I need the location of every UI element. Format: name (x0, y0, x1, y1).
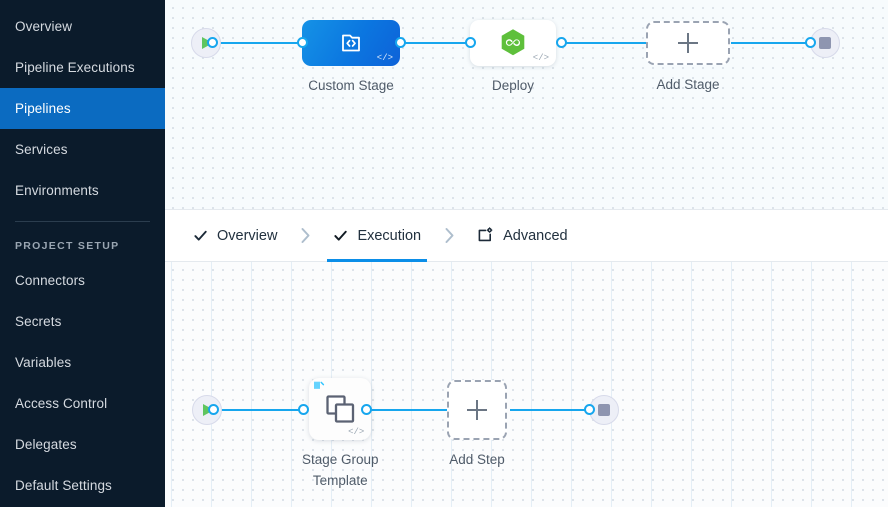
tab-label: Advanced (503, 227, 568, 244)
pipeline-tab-bar: Overview Execution (165, 209, 888, 262)
tab-separator (283, 227, 327, 244)
edge-add-stage-to-end (731, 42, 825, 44)
stage-node-deploy[interactable]: </> Deploy (470, 20, 556, 97)
custom-stage-card[interactable]: </> (302, 20, 400, 66)
port-deploy-out[interactable] (556, 37, 567, 48)
stage-node-label: Deploy (491, 78, 535, 93)
stage-node-custom-stage[interactable]: </> Custom Stage (302, 20, 400, 97)
step-node-label-line1: Stage Group (302, 452, 379, 467)
add-step-label: Add Step (449, 452, 505, 467)
port-custom-stage-out[interactable] (395, 37, 406, 48)
edge-custom-stage-to-deploy (395, 42, 470, 44)
sidebar-item-services[interactable]: Services (0, 129, 165, 170)
sidebar: Overview Pipeline Executions Pipelines S… (0, 0, 165, 507)
port-end-in[interactable] (805, 37, 816, 48)
port-exec-start-out[interactable] (208, 404, 219, 415)
sidebar-item-label: Environments (15, 183, 99, 198)
main-content: </> Custom Stage </> Deploy (165, 0, 888, 507)
chevron-right-icon (445, 228, 454, 243)
tab-label: Overview (217, 227, 278, 244)
add-step-node[interactable]: Add Step (447, 380, 507, 471)
edge-template-to-add-step (365, 409, 450, 411)
sidebar-item-label: Connectors (15, 273, 86, 288)
sidebar-item-access-control[interactable]: Access Control (0, 383, 165, 424)
step-node-label-line2: Template (312, 472, 368, 488)
port-template-in[interactable] (298, 404, 309, 415)
port-start-out[interactable] (207, 37, 218, 48)
check-icon (194, 230, 207, 241)
check-icon (334, 230, 348, 241)
template-badge-icon (314, 381, 325, 389)
sidebar-item-label: Pipeline Executions (15, 60, 135, 75)
sidebar-item-label: Secrets (15, 314, 62, 329)
tab-overview[interactable]: Overview (187, 209, 283, 262)
sidebar-item-pipelines[interactable]: Pipelines (0, 88, 165, 129)
sidebar-item-label: Access Control (15, 396, 108, 411)
yaml-code-badge[interactable]: </> (376, 53, 393, 63)
sidebar-item-label: Services (15, 142, 68, 157)
edge-add-step-to-end (510, 409, 590, 411)
sidebar-item-variables[interactable]: Variables (0, 342, 165, 383)
sidebar-item-label: Delegates (15, 437, 77, 452)
plus-icon (467, 400, 487, 420)
custom-stage-code-icon (342, 34, 360, 52)
stop-icon (598, 404, 610, 416)
stage-group-template-icon (326, 395, 355, 423)
sidebar-item-label: Variables (15, 355, 72, 370)
deploy-stage-card[interactable]: </> (470, 20, 556, 66)
sidebar-item-default-settings[interactable]: Default Settings (0, 465, 165, 506)
stage-group-template-card[interactable]: </> (309, 378, 372, 440)
add-step-button[interactable] (447, 380, 507, 440)
sidebar-item-label: Overview (15, 19, 73, 34)
sidebar-item-overview[interactable]: Overview (0, 6, 165, 47)
sidebar-item-pipeline-executions[interactable]: Pipeline Executions (0, 47, 165, 88)
tab-separator (427, 227, 471, 244)
tab-label: Execution (357, 227, 422, 244)
edge-start-to-template (212, 409, 303, 411)
stop-icon (819, 37, 831, 49)
stage-graph-canvas[interactable]: </> Custom Stage </> Deploy (165, 0, 888, 209)
port-deploy-in[interactable] (465, 37, 476, 48)
edge-deploy-to-add-stage (561, 42, 651, 44)
deploy-infinity-icon (501, 29, 525, 56)
port-custom-stage-in[interactable] (297, 37, 308, 48)
yaml-code-badge[interactable]: </> (348, 427, 365, 437)
step-node-label: Stage Group Template (302, 450, 379, 492)
yaml-code-badge[interactable]: </> (532, 53, 549, 63)
sidebar-section-title: PROJECT SETUP (15, 240, 120, 252)
advanced-card-gear-icon (478, 227, 493, 242)
edge-start-to-custom-stage (211, 42, 302, 44)
sidebar-item-connectors[interactable]: Connectors (0, 260, 165, 301)
add-stage-button[interactable] (646, 21, 730, 65)
port-exec-end-in[interactable] (584, 404, 595, 415)
add-stage-node[interactable]: Add Stage (646, 21, 730, 96)
tab-advanced[interactable]: Advanced (471, 209, 574, 262)
execution-graph-canvas[interactable]: </> Stage Group Template Add Step (165, 262, 888, 507)
plus-icon (678, 33, 698, 53)
tab-execution[interactable]: Execution (327, 209, 427, 262)
sidebar-item-label: Pipelines (15, 101, 71, 116)
sidebar-divider (15, 221, 150, 222)
add-stage-label: Add Stage (656, 77, 720, 92)
chevron-right-icon (301, 228, 310, 243)
sidebar-item-secrets[interactable]: Secrets (0, 301, 165, 342)
port-template-out[interactable] (361, 404, 372, 415)
sidebar-item-environments[interactable]: Environments (0, 170, 165, 211)
sidebar-item-delegates[interactable]: Delegates (0, 424, 165, 465)
sidebar-item-label: Default Settings (15, 478, 112, 493)
step-node-stage-group-template[interactable]: </> Stage Group Template (302, 378, 379, 492)
stage-node-label: Custom Stage (308, 78, 394, 93)
